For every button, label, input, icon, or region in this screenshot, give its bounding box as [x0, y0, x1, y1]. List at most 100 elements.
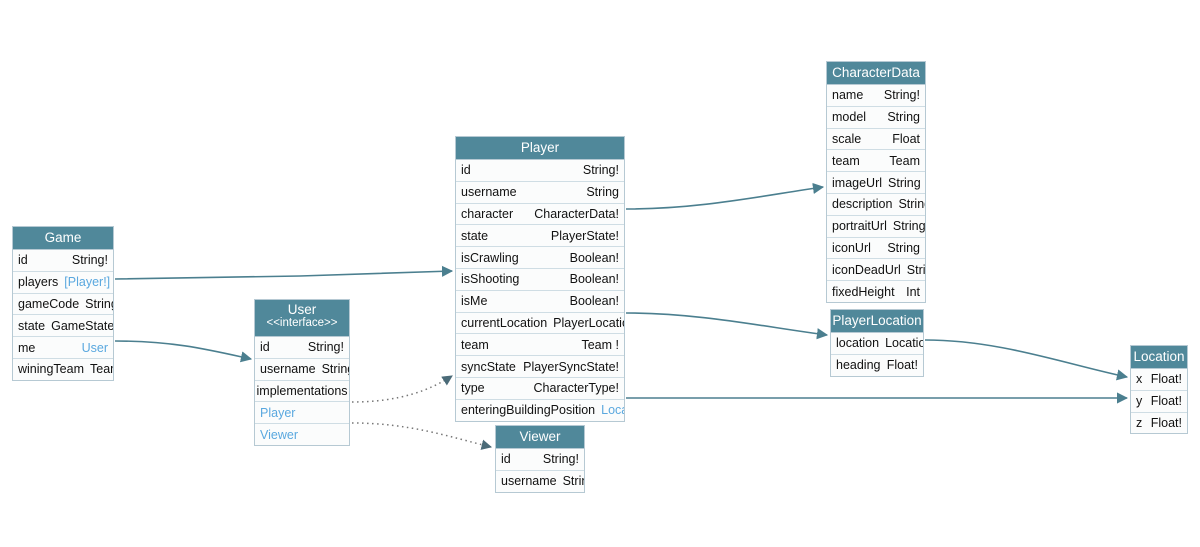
field-name: iconUrl: [832, 240, 871, 255]
implementation-viewer[interactable]: Viewer: [255, 424, 349, 445]
field-row[interactable]: x Float!: [1131, 369, 1187, 391]
implementation-player[interactable]: Player: [255, 402, 349, 425]
field-type-link[interactable]: Location: [885, 336, 923, 351]
field-type: String: [562, 474, 584, 489]
field-row[interactable]: name String!: [827, 85, 925, 107]
field-type: Int: [906, 284, 920, 299]
implementations-label: implementations: [256, 383, 348, 398]
field-type: String!: [71, 253, 108, 268]
field-row[interactable]: description String: [827, 193, 925, 216]
field-type[interactable]: User: [81, 340, 108, 355]
field-row[interactable]: fixedHeight Int: [827, 281, 925, 302]
entity-viewer[interactable]: Viewer id String! username String: [495, 425, 585, 493]
field-type: String: [888, 175, 921, 190]
field-row[interactable]: username String: [496, 470, 584, 492]
field-row[interactable]: team Team !: [456, 334, 624, 357]
entity-user-name: User: [287, 302, 317, 317]
field-row[interactable]: gameCode String!: [13, 293, 113, 316]
field-type: String: [898, 197, 925, 212]
entity-user-title: User <<interface>>: [255, 300, 349, 337]
field-type-link[interactable]: PlayerLocation: [553, 315, 624, 330]
field-row[interactable]: scale Float: [827, 128, 925, 151]
field-type[interactable]: [Player!]: [64, 275, 111, 290]
field-type: Float!: [886, 358, 918, 373]
field-row[interactable]: state PlayerState!: [456, 225, 624, 248]
field-type: String!: [85, 296, 113, 311]
field-row[interactable]: id String!: [255, 337, 349, 359]
entity-playerlocation[interactable]: PlayerLocation location Location! headin…: [830, 309, 924, 377]
field-type: Team: [889, 153, 920, 168]
field-row[interactable]: location Location!: [831, 333, 923, 355]
field-row[interactable]: id String!: [456, 160, 624, 182]
field-type: String: [906, 262, 925, 277]
field-type[interactable]: Location!: [879, 336, 923, 350]
field-type: GameState!: [51, 318, 113, 333]
field-row[interactable]: currentLocation PlayerLocation!: [456, 312, 624, 335]
field-row[interactable]: heading Float!: [831, 354, 923, 376]
field-type[interactable]: Location: [601, 403, 624, 418]
field-row[interactable]: username String: [456, 181, 624, 204]
field-type[interactable]: PlayerLocation!: [547, 316, 624, 330]
field-row[interactable]: me User: [13, 337, 113, 359]
edge-game-me-to-user: [114, 340, 253, 363]
field-row[interactable]: character CharacterData!: [456, 203, 624, 226]
field-name: x: [1136, 372, 1143, 387]
field-row[interactable]: id String!: [496, 449, 584, 471]
field-name: team: [461, 337, 489, 352]
field-row[interactable]: team Team: [827, 150, 925, 173]
entity-user-stereotype: <<interface>>: [266, 317, 338, 329]
field-type: Float!: [1150, 394, 1182, 409]
field-row[interactable]: model String: [827, 106, 925, 129]
field-row[interactable]: syncState PlayerSyncState!: [456, 356, 624, 378]
field-row[interactable]: iconUrl String: [827, 237, 925, 260]
implementation-name: Player: [260, 405, 296, 420]
entity-characterdata[interactable]: CharacterData name String! model String …: [826, 61, 926, 303]
field-type: String!: [542, 452, 579, 467]
field-row[interactable]: enteringBuildingPosition Location: [456, 399, 624, 421]
field-row[interactable]: z Float!: [1131, 412, 1187, 434]
field-name: z: [1136, 415, 1143, 430]
field-row[interactable]: isCrawling Boolean!: [456, 247, 624, 269]
entity-user[interactable]: User <<interface>> id String! username S…: [254, 299, 350, 446]
field-type: String: [887, 240, 920, 255]
field-row[interactable]: isMe Boolean!: [456, 290, 624, 313]
field-name: id: [260, 340, 270, 355]
field-row[interactable]: y Float!: [1131, 390, 1187, 413]
entity-game[interactable]: Game id String! players [Player!] gameCo…: [12, 226, 114, 381]
field-row[interactable]: players [Player!]: [13, 271, 113, 294]
implementation-name: Viewer: [260, 427, 298, 442]
field-row[interactable]: type CharacterType!: [456, 377, 624, 400]
field-row[interactable]: state GameState!: [13, 315, 113, 338]
entity-player[interactable]: Player id String! username String charac…: [455, 136, 625, 422]
field-name: players: [18, 275, 59, 290]
field-name: winingTeam: [18, 362, 85, 377]
field-row[interactable]: isShooting Boolean!: [456, 268, 624, 291]
entity-player-title: Player: [456, 137, 624, 160]
field-name: syncState: [461, 359, 516, 374]
field-name: team: [832, 153, 860, 168]
field-row[interactable]: imageUrl String: [827, 172, 925, 194]
field-type[interactable]: CharacterData!: [528, 207, 619, 221]
entity-playerlocation-title: PlayerLocation: [831, 310, 923, 333]
field-type: PlayerState!: [550, 228, 619, 243]
field-row[interactable]: id String!: [13, 250, 113, 272]
field-name: fixedHeight: [832, 284, 895, 299]
field-row[interactable]: winingTeam Team: [13, 358, 113, 380]
field-type: Boolean!: [569, 250, 619, 265]
implementations-header: implementations: [255, 380, 349, 403]
edge-game-players-to-player: [114, 265, 454, 280]
field-name: location: [836, 336, 880, 351]
field-row[interactable]: username String: [255, 358, 349, 381]
field-type: String: [887, 110, 920, 125]
field-name: imageUrl: [832, 175, 883, 190]
field-name: scale: [832, 131, 862, 146]
field-row[interactable]: portraitUrl String: [827, 215, 925, 238]
field-row[interactable]: iconDeadUrl String: [827, 259, 925, 282]
field-type: String!: [307, 340, 344, 355]
field-type-link[interactable]: CharacterData: [534, 206, 616, 221]
entity-location[interactable]: Location x Float! y Float! z Float!: [1130, 345, 1188, 435]
edge-user-implements-player: [351, 375, 453, 403]
field-type: Float!: [1150, 415, 1182, 430]
field-name: isShooting: [461, 272, 520, 287]
